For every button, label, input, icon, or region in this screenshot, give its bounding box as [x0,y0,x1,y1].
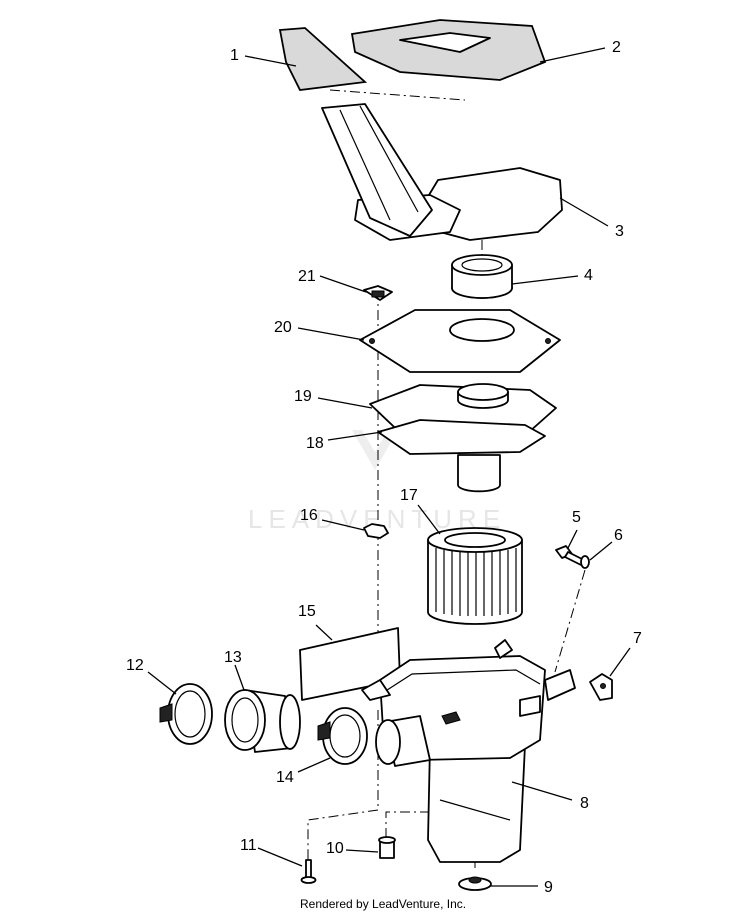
callout-4: 4 [584,267,593,284]
part-10-drain-valve [378,836,396,859]
part-11-screw [300,859,317,884]
part-17-filter-element [427,527,523,625]
callout-16: 16 [300,507,318,524]
callout-9: 9 [544,879,553,896]
part-13-intake-duct [224,689,301,753]
callout-15: 15 [298,603,316,620]
assembly-centerlines [307,89,586,868]
part-2-foam-gasket [350,19,547,81]
footer-credit: Rendered by LeadVenture, Inc. [300,897,467,911]
part-7-clip [589,673,613,701]
callout-8: 8 [580,795,589,812]
part-21-wing-nut [363,285,393,301]
part-9-drain-cap [458,876,492,891]
part-5-bolt [555,545,585,566]
part-6-washer [580,555,590,569]
housing-outlet-tube [457,454,501,493]
callout-6: 6 [614,527,623,544]
housing-inlet-port [375,715,431,767]
callout-1: 1 [230,47,239,64]
callout-13: 13 [224,649,242,666]
part-3-intake-cover [321,103,563,241]
part-12-hose-clamp [159,683,213,745]
callout-19: 19 [294,388,312,405]
part-14-hose-clamp [317,707,368,765]
filter-pleats [435,548,517,616]
callout-5: 5 [572,509,581,526]
callout-21: 21 [298,268,316,285]
part-4-rubber-coupler [451,254,513,299]
part-1-foam-pad [278,27,368,91]
callout-2: 2 [612,39,621,56]
callout-leader-lines [147,47,631,887]
callout-17: 17 [400,487,418,504]
callout-12: 12 [126,657,144,674]
callout-14: 14 [276,769,294,786]
part-16-nut [363,523,389,539]
callout-10: 10 [326,840,344,857]
callout-7: 7 [633,630,642,647]
callout-labels: 1 2 3 4 5 6 7 8 9 10 11 12 13 14 15 16 1… [126,39,642,896]
part-18-gasket [377,419,546,455]
callout-18: 18 [306,435,324,452]
callout-11: 11 [240,837,257,854]
callout-3: 3 [615,223,624,240]
part-20-top-plate [359,309,561,373]
callout-20: 20 [274,319,292,336]
